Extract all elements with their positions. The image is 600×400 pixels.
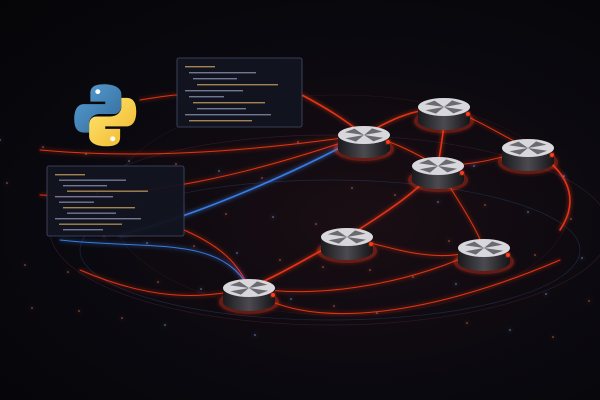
sparkle — [534, 254, 536, 256]
code-line — [67, 212, 116, 214]
sparkle — [42, 146, 44, 148]
sparkle — [369, 269, 371, 271]
sparkle — [225, 213, 227, 215]
sparkle — [175, 163, 177, 165]
sparkle — [437, 201, 439, 203]
sparkle — [254, 334, 256, 336]
code-line — [59, 223, 122, 225]
network-link — [39, 134, 365, 155]
sparkle — [164, 324, 166, 326]
sparkle — [509, 329, 511, 331]
sparkle — [448, 240, 450, 242]
router-node-icon — [219, 279, 279, 314]
code-line — [185, 114, 271, 116]
code-line — [197, 84, 278, 86]
sparkle — [322, 266, 324, 268]
sparkle — [279, 259, 281, 261]
sparkle — [455, 283, 457, 285]
code-line — [55, 218, 141, 220]
code-line — [189, 96, 224, 98]
router-node-icon — [317, 228, 377, 263]
network-link — [59, 239, 250, 289]
sparkle — [31, 307, 33, 309]
code-line — [59, 201, 94, 203]
code-line — [63, 229, 103, 231]
code-line — [63, 207, 135, 209]
sparkle — [297, 141, 299, 143]
sparkle — [218, 170, 220, 172]
code-line — [185, 66, 215, 68]
sparkle — [570, 218, 572, 220]
sparkle — [315, 223, 317, 225]
code-line — [193, 78, 237, 80]
sparkle — [552, 336, 554, 338]
sparkle — [193, 245, 195, 247]
sparkle — [78, 310, 80, 312]
sparkle — [351, 187, 353, 189]
network-link — [248, 259, 561, 315]
code-line — [197, 108, 246, 110]
sparkle — [261, 177, 263, 179]
sparkle — [146, 242, 148, 244]
sparkle — [333, 305, 335, 307]
sparkle — [545, 293, 547, 295]
code-line — [55, 174, 85, 176]
code-panel-top — [176, 57, 303, 128]
network-link — [139, 94, 178, 101]
sparkle — [588, 300, 590, 302]
sparkle — [6, 182, 8, 184]
sparkle — [290, 298, 292, 300]
sparkle — [128, 160, 130, 162]
sparkle — [200, 288, 202, 290]
sparkle — [376, 312, 378, 314]
code-line — [189, 72, 256, 74]
router-node-icon — [498, 139, 558, 174]
router-node-icon — [408, 157, 468, 192]
sparkle — [67, 271, 69, 273]
code-line — [63, 185, 107, 187]
code-line — [185, 90, 243, 92]
sparkle — [157, 281, 159, 283]
router-node-icon — [334, 126, 394, 161]
code-line — [67, 190, 148, 192]
code-line — [193, 102, 265, 104]
sparkle — [527, 211, 529, 213]
sparkle — [85, 153, 87, 155]
sparkle — [394, 194, 396, 196]
sparkle — [581, 257, 583, 259]
router-node-icon — [414, 98, 474, 133]
sparkle — [272, 216, 274, 218]
sparkle — [466, 322, 468, 324]
sparkle — [236, 252, 238, 254]
network-link — [183, 229, 250, 289]
code-line — [59, 179, 126, 181]
sparkle — [563, 175, 565, 177]
sparkle — [24, 264, 26, 266]
router-node-icon — [454, 239, 514, 274]
python-logo-icon — [74, 84, 137, 147]
sparkle — [412, 276, 414, 278]
sparkle — [484, 204, 486, 206]
code-panel-left — [46, 165, 185, 237]
sparkle — [121, 317, 123, 319]
code-line — [189, 120, 252, 122]
code-line — [55, 196, 113, 198]
sparkle — [0, 139, 1, 141]
sparkle — [473, 165, 475, 167]
